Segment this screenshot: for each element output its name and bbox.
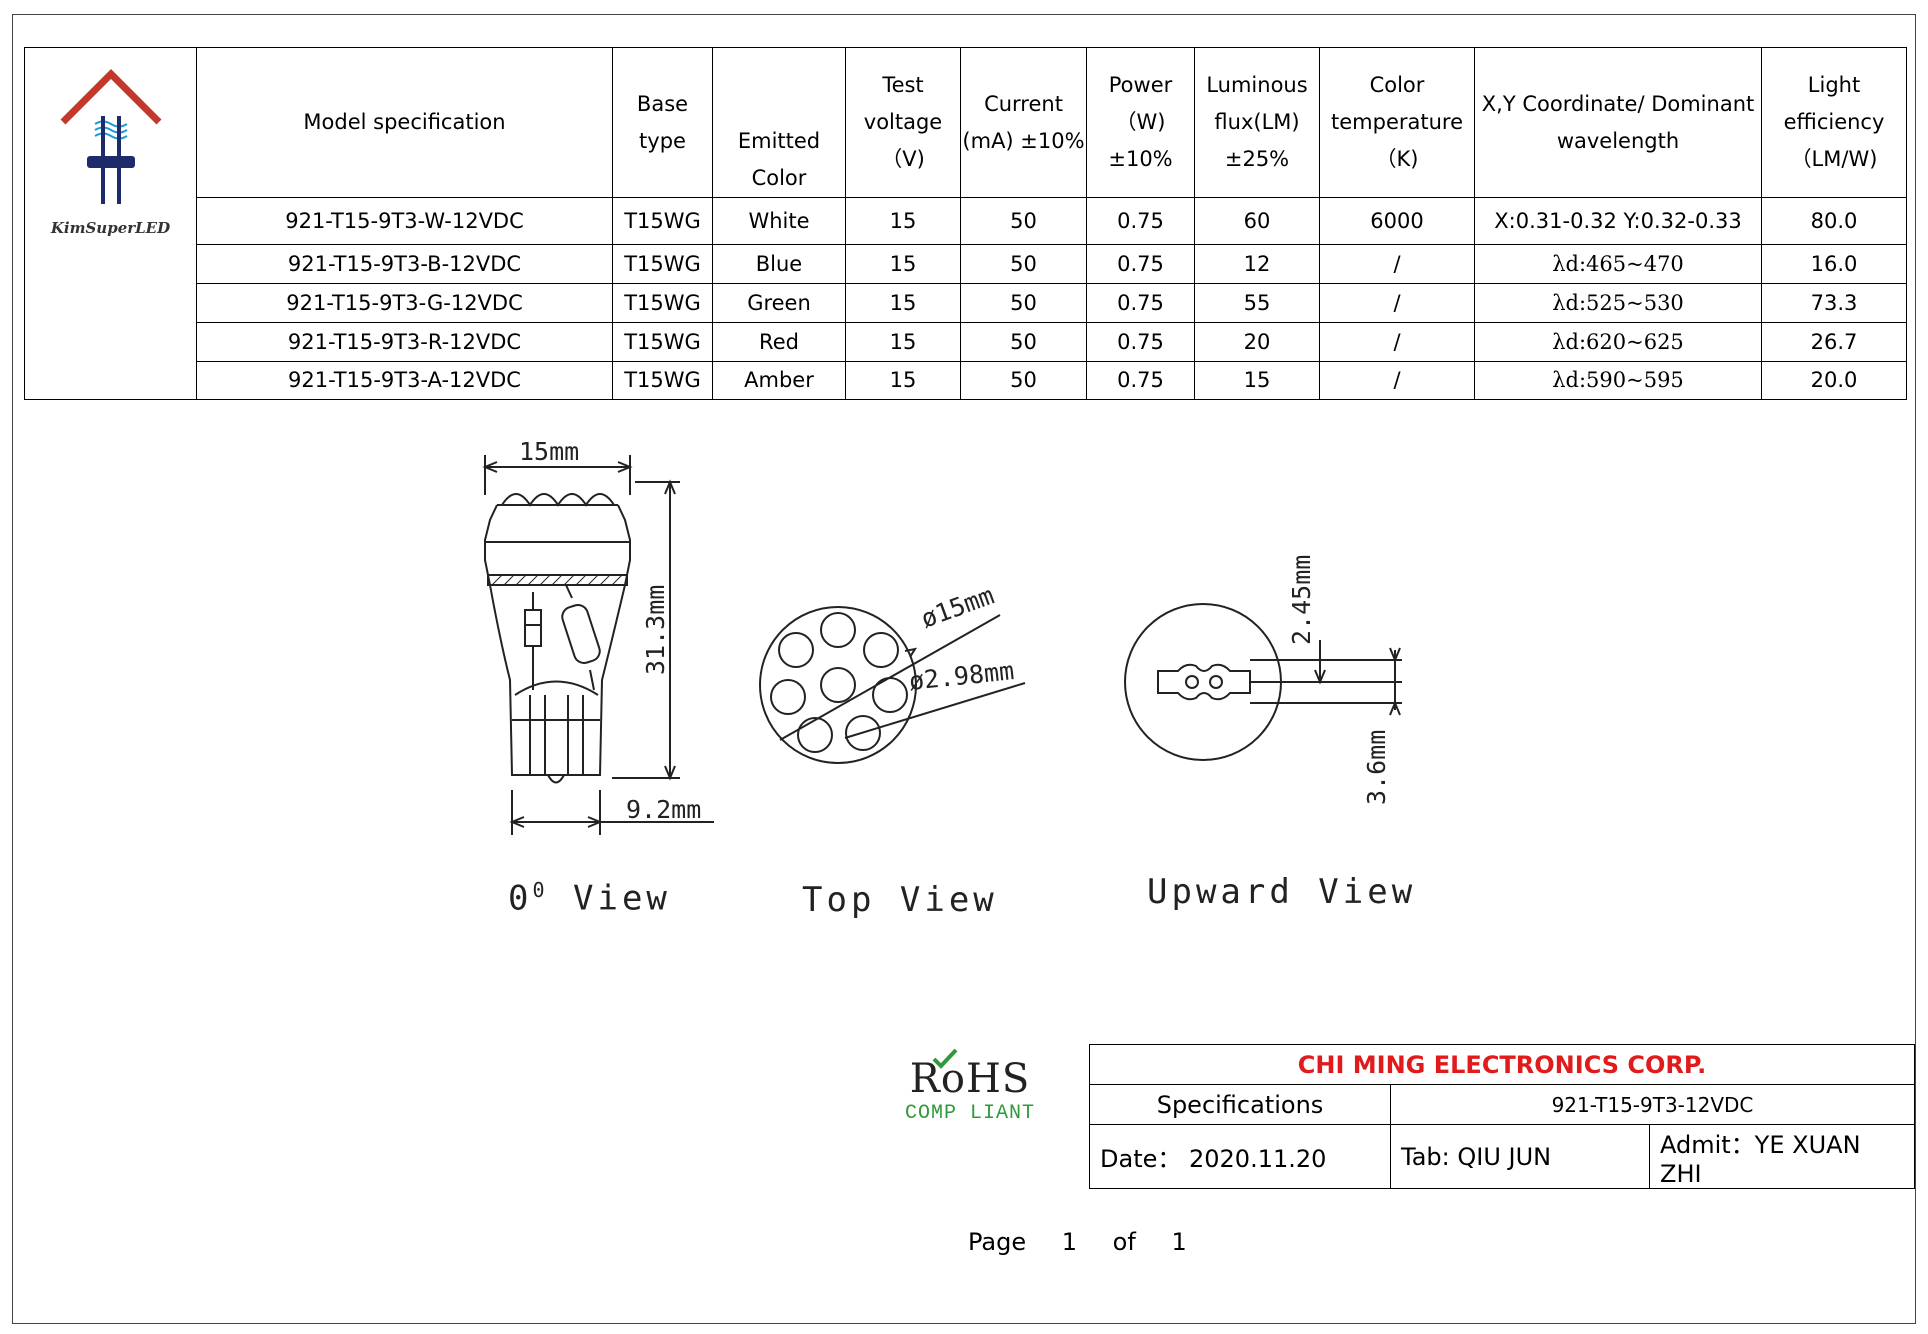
top-view-bulb	[759, 606, 1026, 764]
dim-height-label: 31.3mm	[641, 585, 670, 675]
spec-value: 921-T15-9T3-12VDC	[1390, 1084, 1915, 1125]
header-power: Power （W) ±10%	[1086, 47, 1195, 198]
rohs-compliant-label: COMP LIANT	[905, 1102, 1036, 1125]
header-efficiency: Light efficiency （LM/W)	[1761, 47, 1907, 198]
dim-width-label: 15mm	[519, 437, 579, 466]
header-coordinate: X,Y Coordinate/ Dominant wavelength	[1474, 47, 1762, 198]
upward-view-bulb	[1124, 603, 1402, 761]
cell-flux: 20	[1194, 322, 1320, 362]
page-of: of	[1112, 1228, 1136, 1256]
cell-voltage: 15	[845, 322, 961, 362]
dim-upper-label: 2.45mm	[1287, 555, 1316, 645]
checkmark-icon	[932, 1048, 958, 1069]
cell-voltage: 15	[845, 283, 961, 323]
header-cct: Color temperature （K)	[1319, 47, 1475, 198]
date-field: Date： 2020.11.20	[1089, 1124, 1391, 1189]
cell-model: 921-T15-9T3-A-12VDC	[196, 361, 613, 400]
header-row: KimSuperLED Model specification Base typ…	[24, 47, 1907, 400]
cell-color: Red	[712, 322, 846, 362]
cell-current: 50	[960, 244, 1087, 284]
table-row: 921-T15-9T3-W-12VDC T15WG White 15 50 0.…	[25, 197, 1907, 245]
cell-base: T15WG	[612, 361, 713, 400]
cell-voltage: 15	[845, 361, 961, 400]
top-view-label: Top View	[802, 880, 998, 920]
dim-lower-label: 3.6mm	[1362, 730, 1391, 805]
cell-color: White	[712, 197, 846, 245]
company-name: CHI MING ELECTRONICS CORP.	[1089, 1044, 1915, 1085]
page-total: 1	[1171, 1228, 1187, 1256]
cell-cct: /	[1319, 322, 1475, 362]
side-view-bulb	[482, 455, 714, 835]
cell-model: 921-T15-9T3-G-12VDC	[196, 283, 613, 323]
dim-base-label: 9.2mm	[626, 795, 701, 824]
table-row: 921-T15-9T3-R-12VDC T15WG Red 15 50 0.75…	[25, 322, 1907, 362]
table-row: 921-T15-9T3-A-12VDC T15WG Amber 15 50 0.…	[25, 361, 1907, 400]
cell-coordinate: λd:620~625	[1474, 322, 1762, 362]
page-current: 1	[1061, 1228, 1078, 1256]
cell-efficiency: 73.3	[1761, 283, 1907, 323]
page-footer: Page 1 of 1	[968, 1228, 1209, 1256]
rohs-mark: RoHS	[909, 1056, 1031, 1102]
cell-flux: 15	[1194, 361, 1320, 400]
cell-base: T15WG	[612, 244, 713, 284]
dim-diameter-label: ø15mm	[917, 581, 998, 634]
header-voltage: Test voltage （V)	[845, 47, 961, 198]
admit-field: Admit：YE XUAN ZHI	[1649, 1124, 1915, 1189]
cell-cct: /	[1319, 361, 1475, 400]
cell-power: 0.75	[1086, 361, 1195, 400]
cell-coordinate: λd:590~595	[1474, 361, 1762, 400]
side-view-label: 00 View	[508, 878, 671, 919]
cell-current: 50	[960, 322, 1087, 362]
cell-coordinate: λd:525~530	[1474, 283, 1762, 323]
cell-model: 921-T15-9T3-W-12VDC	[196, 197, 613, 245]
logo-icon	[60, 69, 161, 204]
header-current: Current (mA) ±10%	[960, 47, 1087, 198]
cell-power: 0.75	[1086, 244, 1195, 284]
cell-base: T15WG	[612, 283, 713, 323]
cell-efficiency: 16.0	[1761, 244, 1907, 284]
page-label: Page	[968, 1228, 1027, 1256]
logo-text: KimSuperLED	[50, 219, 171, 237]
spec-label: Specifications	[1089, 1084, 1391, 1125]
title-block: CHI MING ELECTRONICS CORP. Specification…	[1089, 1044, 1915, 1189]
tab-field: Tab: QIU JUN	[1390, 1124, 1650, 1189]
cell-cct: /	[1319, 283, 1475, 323]
logo-cell: KimSuperLED	[24, 47, 197, 400]
spec-table: KimSuperLED Model specification Base typ…	[24, 47, 1907, 400]
upward-view-label: Upward View	[1147, 872, 1417, 912]
table-row: 921-T15-9T3-G-12VDC T15WG Green 15 50 0.…	[25, 283, 1907, 323]
cell-voltage: 15	[845, 244, 961, 284]
cell-power: 0.75	[1086, 322, 1195, 362]
cell-efficiency: 26.7	[1761, 322, 1907, 362]
cell-current: 50	[960, 197, 1087, 245]
rohs-badge: RoHS COMP LIANT	[905, 1048, 1035, 1125]
cell-cct: 6000	[1319, 197, 1475, 245]
cell-power: 0.75	[1086, 197, 1195, 245]
cell-color: Blue	[712, 244, 846, 284]
cell-flux: 12	[1194, 244, 1320, 284]
header-model: Model specification	[196, 47, 613, 198]
table-row: 921-T15-9T3-B-12VDC T15WG Blue 15 50 0.7…	[25, 244, 1907, 284]
header-flux: Luminous flux(LM) ±25%	[1194, 47, 1320, 198]
page-frame	[12, 14, 1916, 1324]
header-color: Emitted Color	[712, 47, 846, 198]
cell-current: 50	[960, 361, 1087, 400]
cell-efficiency: 20.0	[1761, 361, 1907, 400]
